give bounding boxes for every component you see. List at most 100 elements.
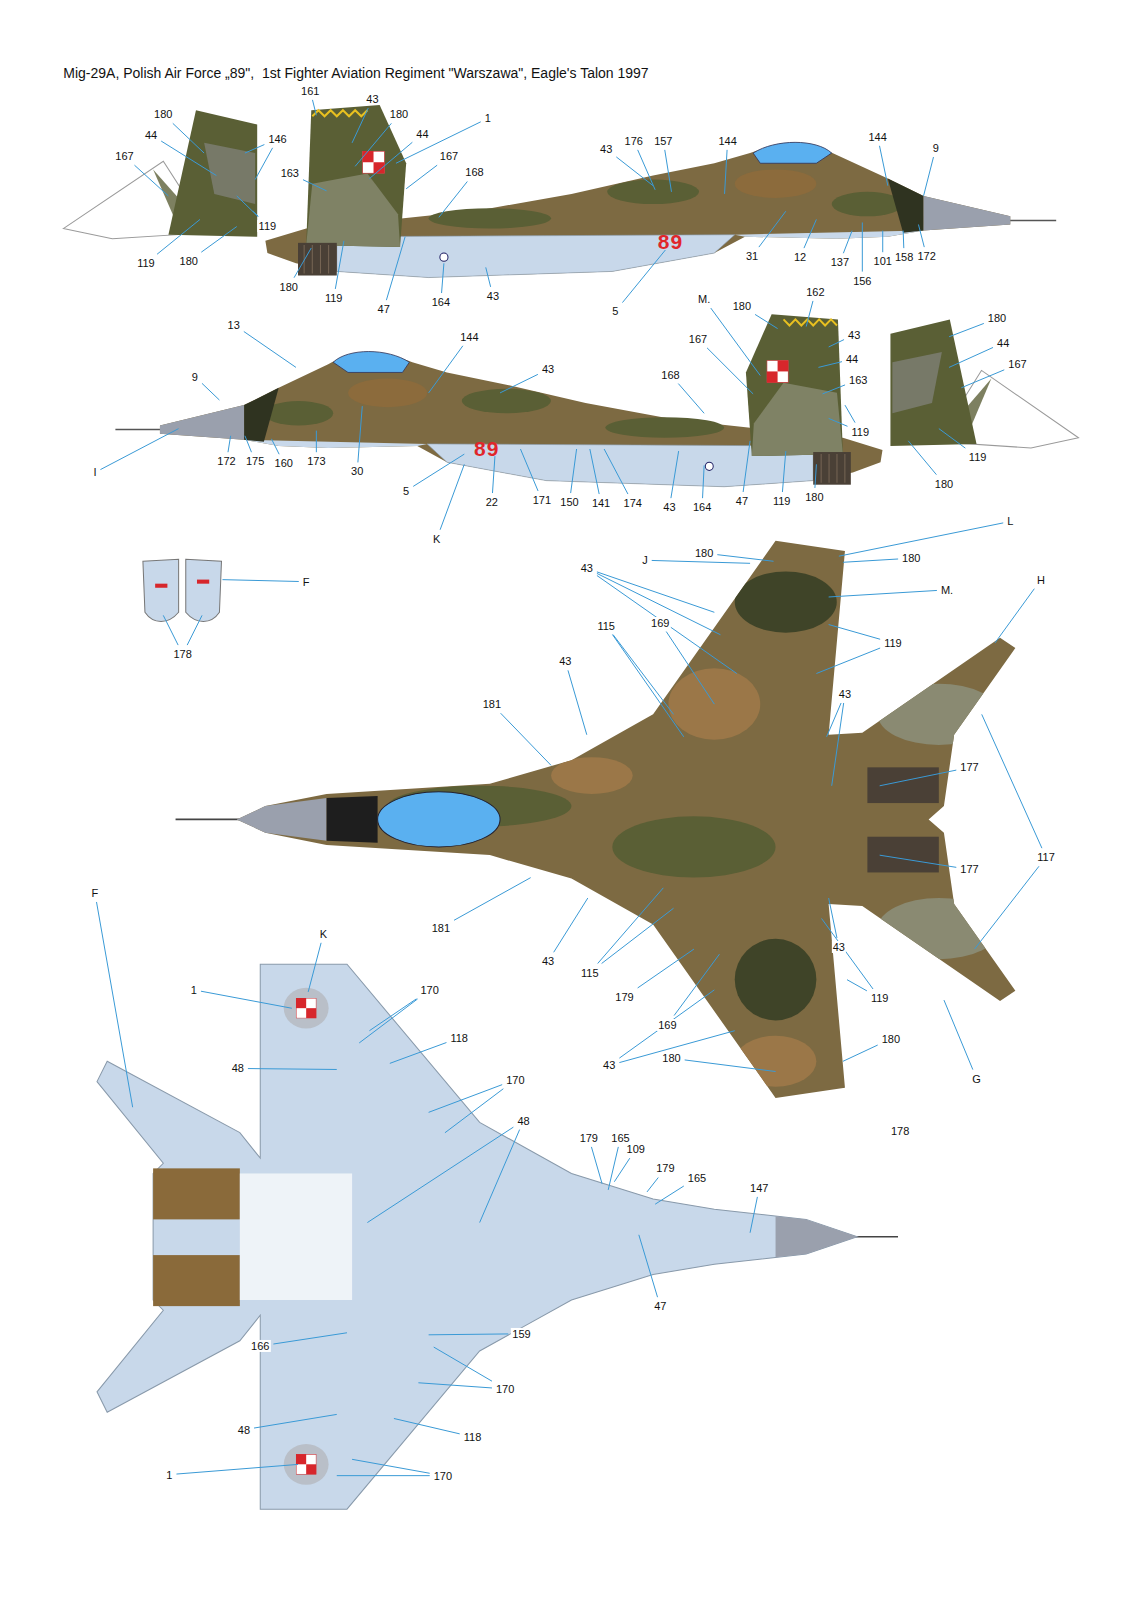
leader-line (303, 180, 327, 191)
leader-line (832, 703, 844, 786)
callout-number: 137 (830, 256, 850, 268)
callout-number: 171 (532, 494, 552, 506)
callout-number: 167 (114, 150, 134, 162)
callout-number: 43 (365, 93, 379, 105)
leader-line (369, 142, 412, 178)
leader-line (822, 918, 874, 989)
leader-line (202, 383, 219, 400)
leader-line (655, 1186, 684, 1204)
leader-line (406, 165, 437, 189)
callout-number: 31 (745, 250, 759, 262)
aircraft-number: 89 (473, 437, 500, 460)
leader-line (829, 625, 881, 640)
leader-line (949, 347, 993, 367)
callout-number: 119 (870, 992, 890, 1004)
leader-line (358, 406, 362, 462)
leader-line (439, 182, 468, 218)
leader-line (390, 1043, 447, 1064)
leader-line (843, 559, 898, 562)
leader-line (678, 384, 704, 414)
callout-number: J (641, 554, 649, 566)
callout-number: 115 (596, 620, 616, 632)
callout-number: 101 (873, 255, 893, 267)
callout-number: 157 (653, 135, 673, 147)
leader-line (273, 1333, 347, 1344)
callout-number: 144 (459, 331, 479, 343)
leader-line (743, 441, 750, 492)
callout-number: 163 (280, 167, 300, 179)
leader-line (434, 1347, 492, 1381)
callout-number: 180 (153, 108, 173, 120)
leader-line (674, 954, 719, 1015)
leader-line (454, 878, 531, 921)
leader-line (982, 714, 1042, 848)
leader-line (429, 346, 463, 393)
leader-line (666, 632, 714, 705)
callout-number: 168 (660, 368, 680, 380)
callout-number: 180 (661, 1052, 681, 1064)
leader-line (639, 1235, 658, 1297)
callout-number: G (971, 1073, 982, 1085)
aircraft-number: 89 (657, 230, 684, 253)
leader-line (815, 464, 816, 488)
leader-line (386, 237, 405, 300)
callout-number: 43 (558, 655, 572, 667)
callout-number: 162 (805, 286, 825, 298)
leader-line (806, 301, 813, 327)
leader-line (337, 1475, 430, 1476)
leader-line (161, 141, 216, 175)
leader-line (445, 1089, 503, 1133)
leader-line (759, 211, 786, 247)
leader-line (608, 1147, 618, 1190)
callout-number: 118 (449, 1032, 469, 1044)
callout-number: 174 (623, 497, 643, 509)
leader-line (501, 713, 551, 765)
callout-number: 43 (486, 290, 500, 302)
callout-number: H (1036, 574, 1046, 586)
leader-line (862, 222, 863, 271)
leader-line (554, 898, 588, 952)
callout-number: 43 (602, 1059, 616, 1071)
leader-line (568, 670, 587, 734)
callout-number: 150 (559, 496, 579, 508)
callout-number: M. (940, 584, 954, 596)
leader-line (602, 908, 674, 963)
callout-number: 47 (735, 495, 749, 507)
callout-number: 158 (894, 251, 914, 263)
callout-number: 44 (415, 128, 429, 140)
leader-line (571, 449, 577, 493)
callout-number: 9 (191, 371, 199, 383)
leader-line (908, 441, 936, 475)
leader-line (818, 362, 842, 368)
callout-number: 181 (431, 922, 451, 934)
leader-line (750, 1197, 757, 1233)
callout-number: 172 (916, 250, 936, 262)
leader-line (816, 648, 880, 674)
leader-line (248, 1068, 337, 1070)
callout-number: 119 (883, 637, 903, 649)
leader-line (944, 1000, 973, 1070)
callout-number: 156 (852, 275, 872, 287)
leader-line (949, 323, 984, 336)
leader-line (903, 231, 905, 248)
callout-number: 119 (324, 292, 344, 304)
leader-line (486, 267, 491, 287)
callout-number: 172 (216, 455, 236, 467)
leader-line (163, 615, 178, 645)
leader-line (228, 436, 231, 452)
callout-number: 177 (959, 761, 979, 773)
leader-line (604, 449, 628, 494)
leader-line (804, 219, 816, 248)
callout-number: 178 (890, 1125, 910, 1137)
callout-number: K (432, 533, 441, 545)
leader-line (597, 572, 714, 612)
callout-number: 13 (227, 318, 241, 330)
leader-line (134, 165, 168, 196)
leader-line (843, 1045, 878, 1061)
leader-line (703, 465, 705, 498)
leader-line (638, 150, 655, 190)
leader-line (880, 770, 957, 786)
callout-number: 179 (579, 1132, 599, 1144)
